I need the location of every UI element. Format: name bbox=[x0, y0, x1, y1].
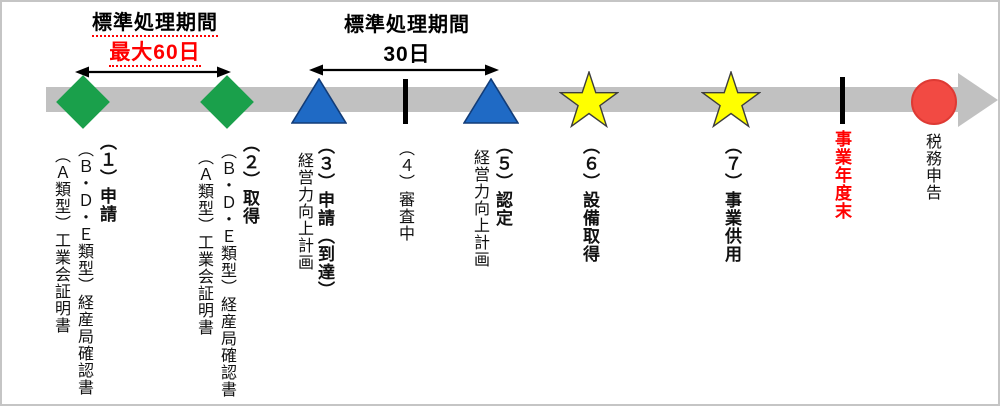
tick-mark bbox=[403, 79, 408, 124]
step-title: （４）審査中 bbox=[396, 140, 413, 242]
step-title: （３）申請（到達） bbox=[315, 137, 334, 299]
step-subject: 経営力向上計画 bbox=[471, 149, 488, 268]
step-title: （１）申請 bbox=[97, 133, 116, 223]
step-subject: 経営力向上計画 bbox=[295, 152, 312, 271]
timeline-arrowhead-icon bbox=[958, 73, 998, 127]
triangle-icon bbox=[291, 78, 347, 124]
star-icon bbox=[701, 71, 761, 128]
step-doc: （Ａ類型）工業会証明書 bbox=[52, 147, 69, 334]
period-label: 標準処理期間 bbox=[70, 9, 240, 38]
step-doc: （Ｂ・Ｄ・Ｅ類型）経産局確認書 bbox=[75, 141, 92, 396]
step-title: （５）認定 bbox=[493, 137, 512, 227]
tick-mark bbox=[840, 77, 845, 124]
period-header-2: 標準処理期間 30日 bbox=[322, 11, 492, 69]
double-arrow-icon bbox=[75, 66, 231, 78]
circle-icon bbox=[911, 79, 957, 125]
diamond-icon bbox=[56, 75, 110, 129]
period-label: 標準処理期間 bbox=[344, 14, 470, 36]
period-duration: 30日 bbox=[383, 43, 431, 66]
diamond-icon bbox=[200, 75, 254, 129]
period-duration: 最大60日 bbox=[70, 38, 240, 67]
double-arrow-icon bbox=[309, 64, 499, 76]
tax-filing-label: 税務申告 bbox=[923, 133, 940, 201]
step-title: （６）設備取得 bbox=[580, 137, 599, 263]
period-header-1: 標準処理期間 最大60日 bbox=[70, 9, 240, 67]
star-icon bbox=[559, 71, 619, 128]
step-title: （７）事業供用 bbox=[722, 137, 741, 263]
triangle-icon bbox=[463, 78, 519, 124]
step-doc: （Ｂ・Ｄ・Ｅ類型）経産局確認書 bbox=[218, 143, 235, 398]
step-doc: （Ａ類型）工業会証明書 bbox=[195, 149, 212, 336]
fiscal-year-end-label: 事業年度末 bbox=[832, 130, 851, 220]
step-title: （２）取得 bbox=[240, 135, 259, 225]
